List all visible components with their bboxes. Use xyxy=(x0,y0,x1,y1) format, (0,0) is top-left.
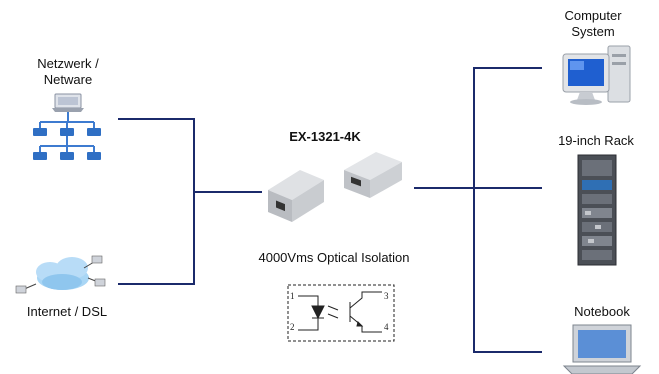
optocoupler-schematic-icon xyxy=(287,284,395,342)
optocoupler-pin-labels: 1 2 3 4 xyxy=(290,291,389,332)
laptop-icon xyxy=(562,324,642,374)
pin-1-label: 1 xyxy=(290,291,295,301)
pin-2-label: 2 xyxy=(290,322,295,332)
rack-label: 19-inch Rack xyxy=(558,133,634,148)
pin-4-label: 4 xyxy=(384,322,389,332)
product-title: EX-1321-4K xyxy=(289,129,361,144)
network-label: Netzwerk / Netware xyxy=(37,56,99,87)
pin-3-label: 3 xyxy=(384,291,389,301)
usb-hub-device-icon xyxy=(268,152,402,222)
left-connector-line xyxy=(118,118,262,285)
isolation-label: 4000Vms Optical Isolation xyxy=(258,250,410,265)
notebook-label: Notebook xyxy=(574,304,630,319)
internet-label: Internet / DSL xyxy=(26,304,108,319)
connection-lines xyxy=(118,67,542,353)
network-tree-icon xyxy=(33,93,101,160)
cloud-internet-icon xyxy=(15,255,106,294)
computer-label: Computer System xyxy=(564,8,622,39)
right-connector-line xyxy=(414,67,542,353)
desktop-computer-icon xyxy=(562,45,631,105)
server-rack-icon xyxy=(577,154,617,266)
